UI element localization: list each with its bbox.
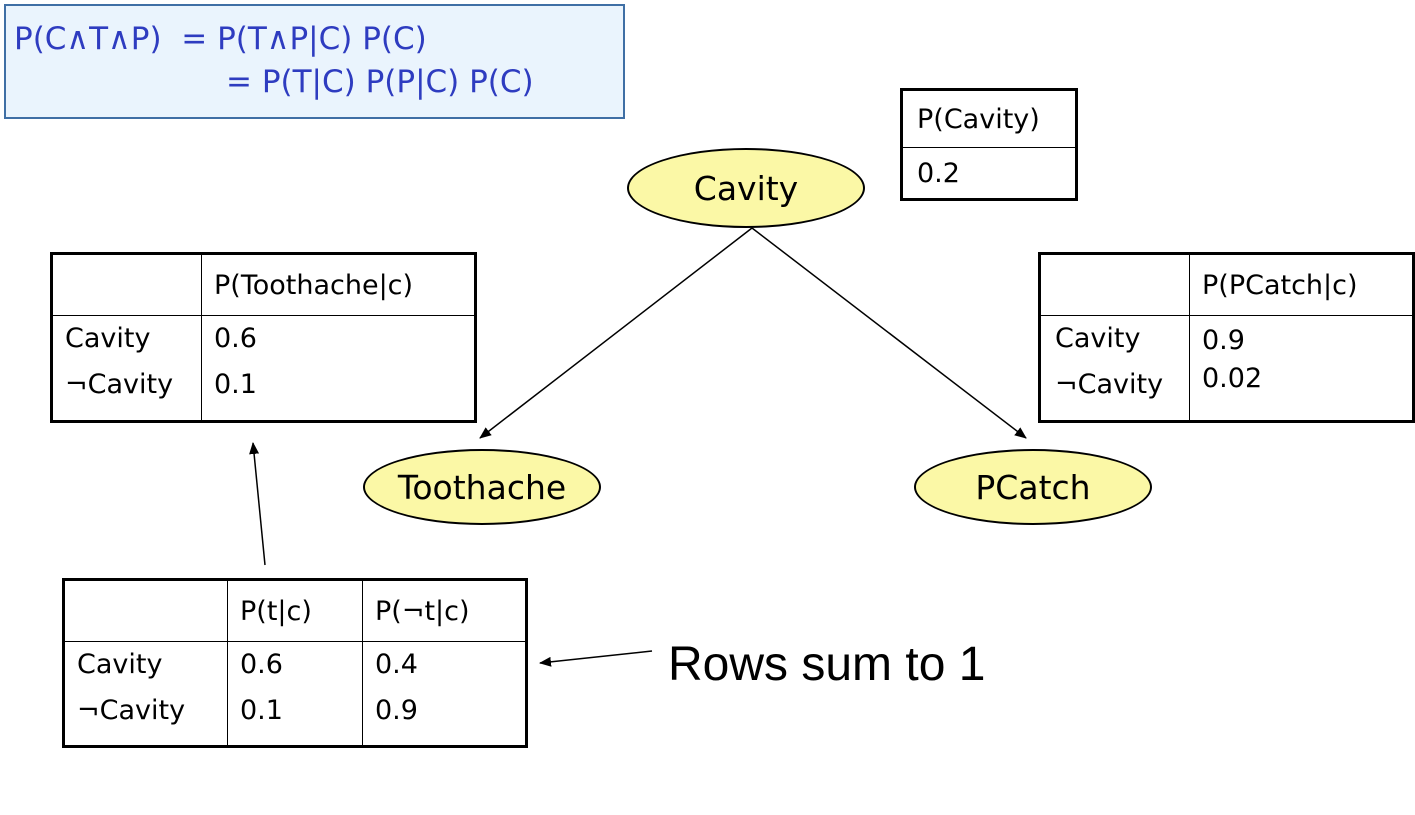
row-label: Cavity — [65, 323, 151, 354]
row-value: 0.1 — [214, 369, 257, 400]
prior-table-value: 0.2 — [917, 157, 960, 189]
pcatch-cpt-corner — [1039, 253, 1190, 316]
formula-line-1: P(C∧T∧P) = P(T∧P|C) P(C) — [14, 21, 427, 57]
row-value: 0.02 — [1202, 363, 1263, 394]
formula-line-2: = P(T|C) P(P|C) P(C) — [226, 64, 534, 100]
row-label: ¬Cavity — [65, 369, 174, 400]
row-value: 0.6 — [240, 649, 283, 680]
full-cpt-t-values: 0.6 0.1 — [227, 641, 363, 747]
toothache-cpt: P(Toothache|c) Cavity ¬Cavity 0.6 0.1 — [50, 252, 477, 423]
row-label: Cavity — [77, 649, 163, 680]
row-value: 0.1 — [240, 695, 283, 726]
row-value: 0.4 — [375, 649, 418, 680]
row-value: 0.9 — [375, 695, 418, 726]
edge-cavity-toothache — [479, 227, 753, 439]
pcatch-cpt-labels: Cavity ¬Cavity — [1040, 316, 1190, 422]
full-cpt-not-t-values: 0.4 0.9 — [362, 641, 527, 747]
full-cpt-header-not-t: P(¬t|c) — [362, 579, 527, 642]
factorization-formula: P(C∧T∧P) = P(T∧P|C) P(C) = P(T|C) P(P|C)… — [4, 4, 625, 119]
prior-cavity-table: P(Cavity) 0.2 — [900, 88, 1078, 201]
pointer-full-table-to-toothache-table — [249, 442, 266, 566]
node-cavity: Cavity — [627, 148, 865, 228]
prior-table-header: P(Cavity) — [901, 89, 1077, 148]
pcatch-cpt-header: P(PCatch|c) — [1189, 253, 1414, 316]
row-value: 0.9 — [1202, 325, 1245, 356]
pointer-note-to-full-table — [539, 650, 653, 667]
row-label: Cavity — [1055, 323, 1141, 354]
node-pcatch: PCatch — [914, 449, 1152, 525]
toothache-cpt-header: P(Toothache|c) — [201, 253, 476, 316]
node-toothache: Toothache — [363, 449, 601, 525]
full-cpt-labels: Cavity ¬Cavity — [64, 642, 228, 747]
pcatch-cpt: P(PCatch|c) Cavity ¬Cavity 0.9 0.02 — [1038, 252, 1415, 423]
full-toothache-cpt: P(t|c) P(¬t|c) Cavity ¬Cavity 0.6 0.1 0.… — [62, 578, 528, 748]
pcatch-cpt-values: 0.9 0.02 — [1189, 315, 1414, 422]
toothache-cpt-values: 0.6 0.1 — [201, 315, 476, 422]
rows-sum-note: Rows sum to 1 — [668, 638, 986, 691]
row-label: ¬Cavity — [77, 695, 186, 726]
row-value: 0.6 — [214, 323, 257, 354]
full-cpt-corner — [63, 579, 228, 642]
toothache-cpt-labels: Cavity ¬Cavity — [52, 316, 202, 422]
full-cpt-header-t: P(t|c) — [227, 579, 363, 642]
row-label: ¬Cavity — [1055, 369, 1164, 400]
edge-cavity-pcatch — [751, 227, 1027, 439]
toothache-cpt-corner — [51, 253, 202, 316]
